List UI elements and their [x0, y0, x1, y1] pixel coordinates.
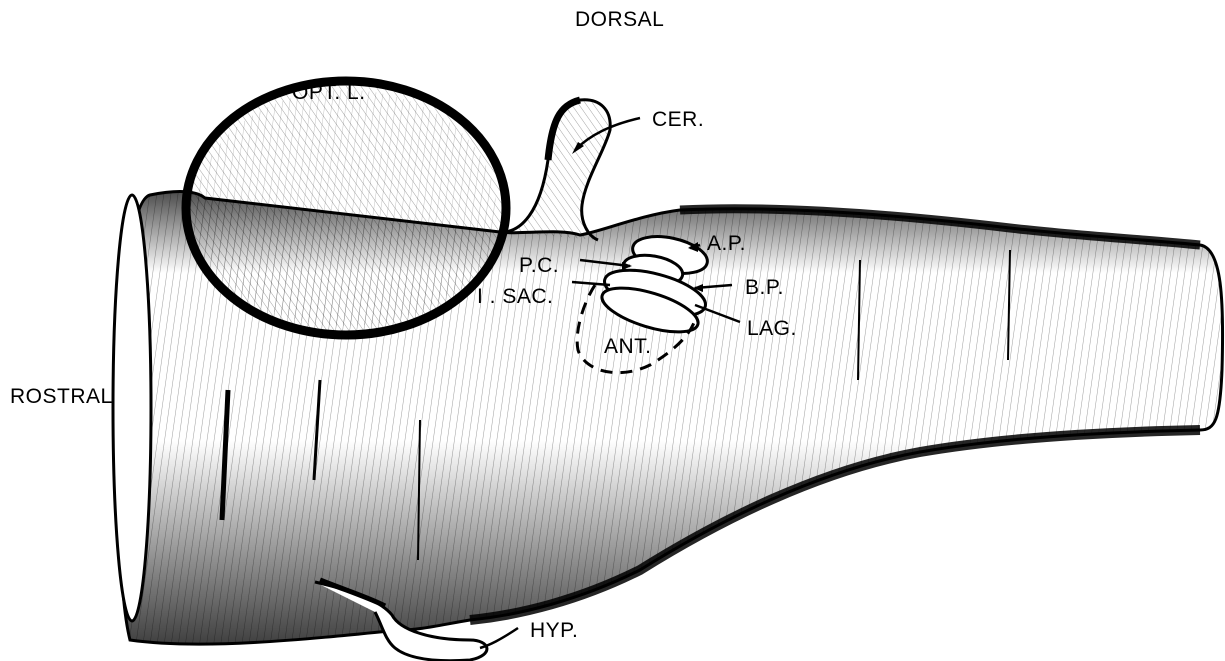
dorsal-label: DORSAL [575, 8, 664, 31]
isac-label: I . SAC. [477, 285, 553, 308]
optic-lobe-label: OPT. L. [292, 81, 366, 104]
rostral-cut-face [113, 195, 151, 621]
pc-label: P.C. [519, 254, 559, 277]
cerebellum-label: CER. [652, 108, 704, 131]
optic-lobe-sphere [186, 81, 506, 335]
bp-label: B.P. [745, 276, 784, 299]
cerebellum-stalk [505, 100, 610, 240]
ap-label: A.P. [707, 232, 746, 255]
lag-label: LAG. [747, 317, 797, 340]
hyp-label: HYP. [530, 619, 578, 642]
ant-label: ANT. [604, 335, 652, 358]
rostral-label: ROSTRAL [10, 385, 113, 408]
